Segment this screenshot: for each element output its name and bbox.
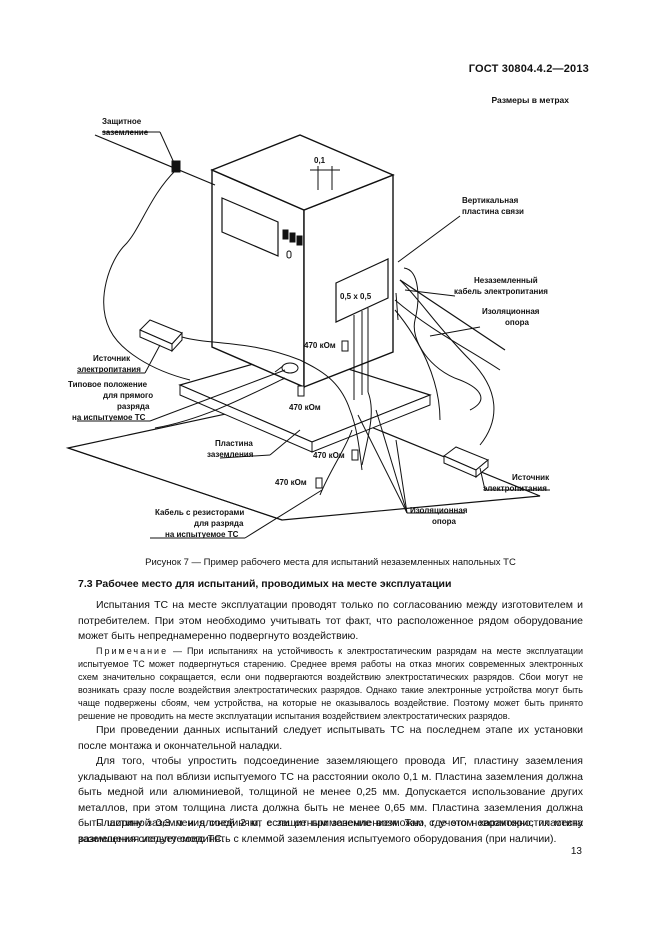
note-block: Примечание — При испытаниях на устойчиво…	[78, 645, 583, 723]
eut-display	[221, 197, 279, 257]
label-vcp-1: Вертикальная	[462, 196, 519, 205]
label-psu-left-2: электропитания	[77, 365, 141, 374]
label-typical-pos-1: Типовое положение	[68, 380, 148, 389]
test-setup-figure: Защитное заземление 0,1 Вертикальная пла…	[65, 117, 550, 539]
label-typical-pos-2: для прямого	[103, 391, 153, 400]
figure-caption: Рисунок 7 — Пример рабочего места для ис…	[145, 557, 516, 568]
label-r470-2: 470 кОм	[289, 403, 321, 412]
label-iso-support-right-2: опора	[505, 318, 529, 327]
paragraph-1: Испытания ТС на месте эксплуатации прово…	[78, 599, 583, 642]
label-protective-ground-2: заземление	[102, 128, 149, 137]
label-dim-01: 0,1	[314, 156, 326, 165]
label-dim-05: 0,5 х 0,5	[340, 292, 372, 301]
resistor-3	[351, 449, 359, 461]
label-ground-plate-2: заземления	[207, 450, 254, 459]
label-iso-support-right-1: Изоляционная	[482, 307, 540, 316]
label-iso-support-bottom-2: опора	[432, 517, 456, 526]
label-vcp-2: пластина связи	[462, 207, 524, 216]
resistor-1	[341, 340, 349, 352]
label-bleed-cable-1: Кабель с резисторами	[155, 508, 244, 517]
note-text: — При испытаниях на устойчивость к элект…	[78, 646, 583, 721]
label-psu-left-1: Источник	[93, 354, 131, 363]
section-heading: 7.3 Рабочее место для испытаний, проводи…	[78, 578, 452, 590]
label-r470-3: 470 кОм	[313, 451, 345, 460]
label-ungrounded-cable-2: кабель электропитания	[454, 287, 548, 296]
sizes-note: Размеры в метрах	[491, 95, 569, 105]
paragraph-4: Пластину заземления соединяют с защитным…	[78, 817, 583, 845]
resistor-4	[315, 477, 323, 489]
label-ground-plate-1: Пластина	[215, 439, 253, 448]
paragraph-2: При проведении данных испытаний следует …	[78, 724, 583, 752]
label-protective-ground-1: Защитное	[102, 117, 142, 126]
standard-header: ГОСТ 30804.4.2—2013	[468, 63, 589, 75]
label-bleed-cable-3: на испытуемое ТС	[165, 530, 239, 539]
label-r470-1: 470 кОм	[304, 341, 336, 350]
paragraph-3: Для того, чтобы упростить подсоединение …	[78, 755, 583, 845]
vertical-coupling-plane	[335, 258, 389, 323]
page-number: 13	[570, 846, 582, 857]
resistor-2	[297, 385, 305, 397]
label-ungrounded-cable-1: Незаземленный	[474, 276, 538, 285]
label-psu-right-2: электропитания	[483, 484, 547, 493]
eut-top	[210, 134, 395, 211]
note-label: Примечание	[96, 646, 169, 656]
label-psu-right-1: Источник	[512, 473, 550, 482]
label-typical-pos-4: на испытуемое ТС	[72, 413, 146, 422]
label-r470-4: 470 кОм	[275, 478, 307, 487]
label-typical-pos-3: разряда	[117, 402, 150, 411]
label-bleed-cable-2: для разряда	[194, 519, 244, 528]
label-iso-support-bottom-1: Изоляционная	[410, 506, 468, 515]
